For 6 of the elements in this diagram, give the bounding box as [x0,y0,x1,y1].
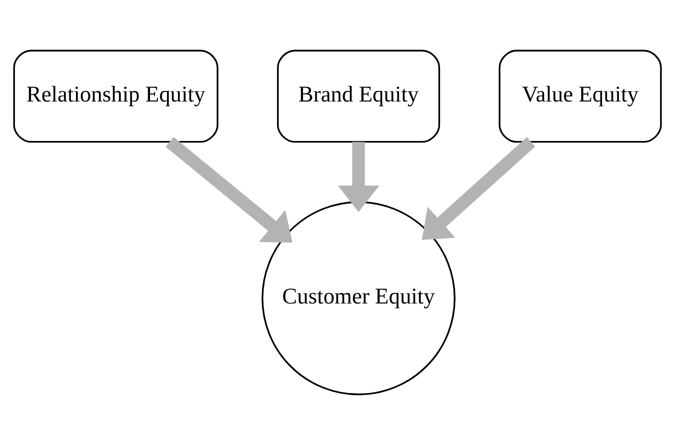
arrow [338,141,380,212]
node-box: Brand Equity [277,49,440,142]
node-box: Relationship Equity [13,49,218,142]
node-box: Value Equity [498,49,662,142]
arrow [422,136,536,240]
arrow [166,136,292,242]
